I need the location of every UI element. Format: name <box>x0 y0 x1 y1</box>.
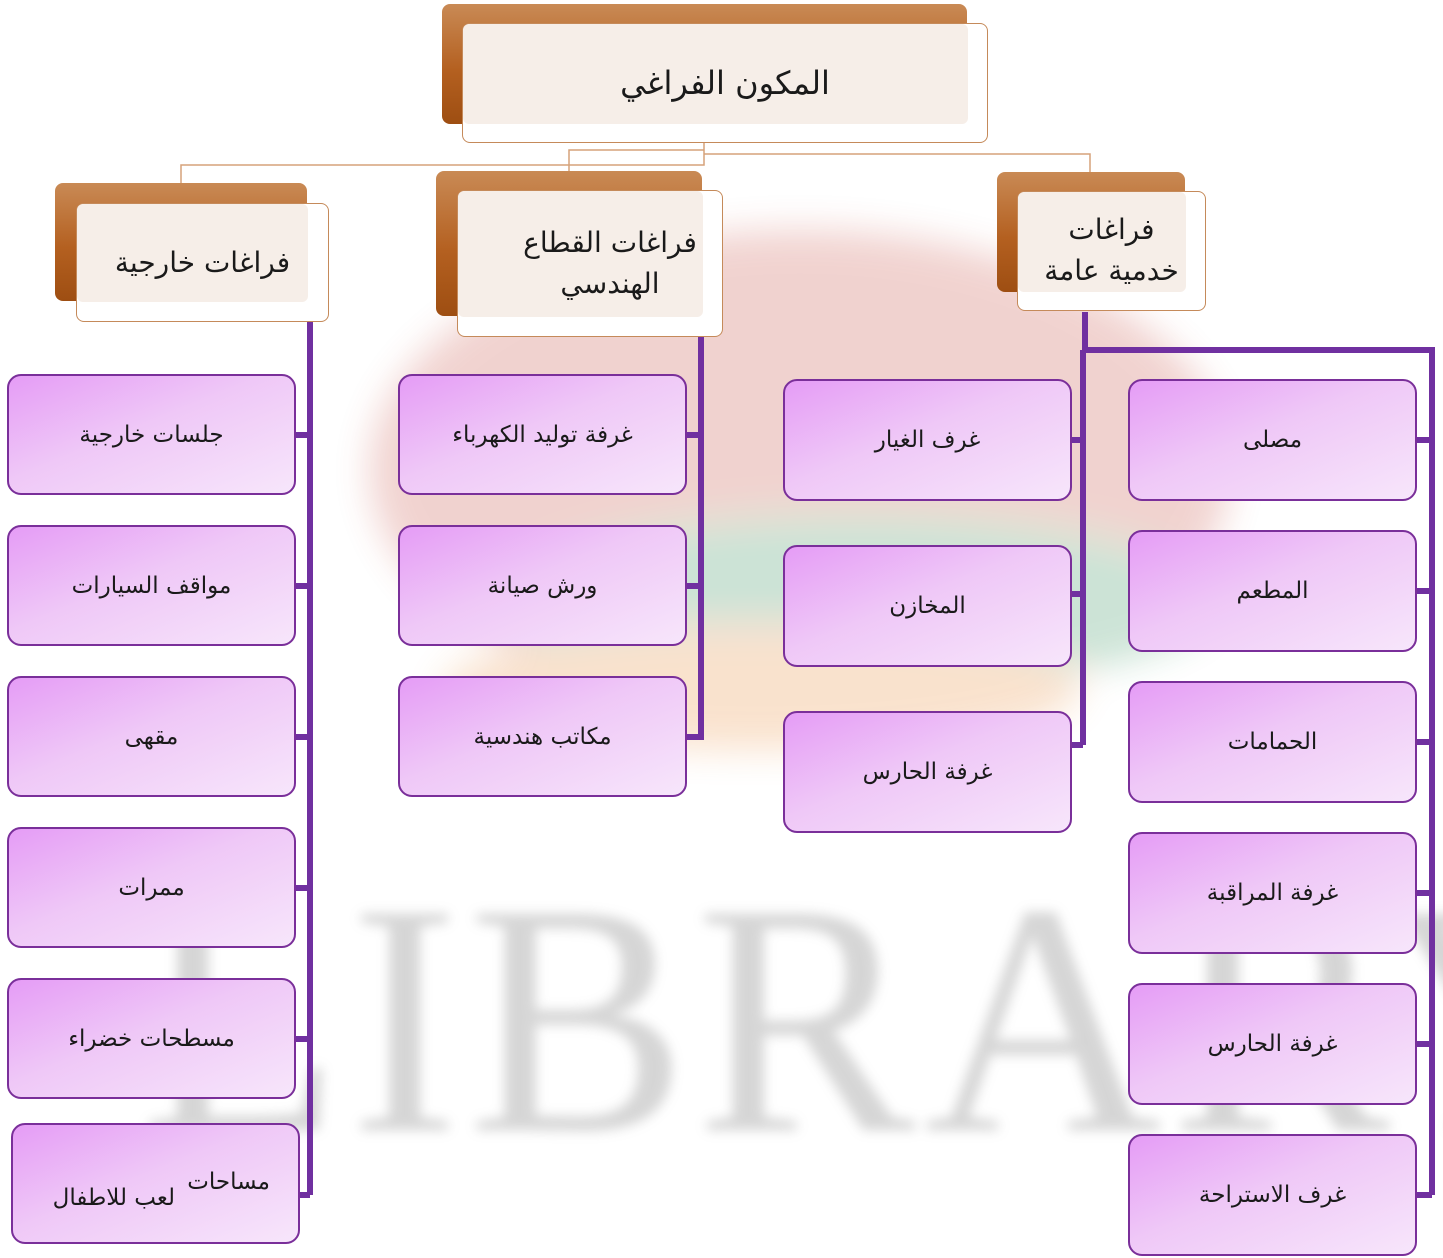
service-item: المخازن <box>783 545 1072 667</box>
engineering-item: ورش صيانة <box>398 525 687 646</box>
external-item: جلسات خارجية <box>7 374 296 495</box>
engineering-item: غرفة توليد الكهرباء <box>398 374 687 495</box>
service-item: مصلى <box>1128 379 1417 501</box>
external-item: مقهى <box>7 676 296 797</box>
category-engineering-line2: الهندسي <box>560 266 660 300</box>
external-item: ممرات <box>7 827 296 948</box>
service-item: غرفة الحارس <box>783 711 1072 833</box>
category-service-line2: خدمية عامة <box>1044 254 1179 287</box>
external-item-playground: مساحات لعب للاطفال <box>11 1123 300 1244</box>
engineering-item: مكاتب هندسية <box>398 676 687 797</box>
title-text: المكون الفراغي <box>620 63 830 102</box>
category-external-label: فراغات خارجية <box>114 245 291 279</box>
service-item: الحمامات <box>1128 681 1417 803</box>
service-item: المطعم <box>1128 530 1417 652</box>
service-item: غرفة الحارس <box>1128 983 1417 1105</box>
category-external: فراغات خارجية <box>76 203 329 322</box>
external-item: مواقف السيارات <box>7 525 296 646</box>
category-service-line1: فراغات <box>1068 213 1155 247</box>
category-engineering: فراغات القطاع الهندسي <box>457 190 723 337</box>
service-item: غرف الغيار <box>783 379 1072 501</box>
service-item: غرف الاستراحة <box>1128 1134 1417 1256</box>
category-service: فراغات خدمية عامة <box>1017 191 1206 311</box>
title-header: المكون الفراغي <box>462 23 988 143</box>
external-item: مسطحات خضراء <box>7 978 296 1099</box>
category-engineering-line1: فراغات القطاع <box>523 225 697 259</box>
playground-line1: مساحات <box>187 1169 270 1195</box>
playground-line2: لعب للاطفال <box>52 1185 175 1211</box>
service-item: غرفة المراقبة <box>1128 832 1417 954</box>
